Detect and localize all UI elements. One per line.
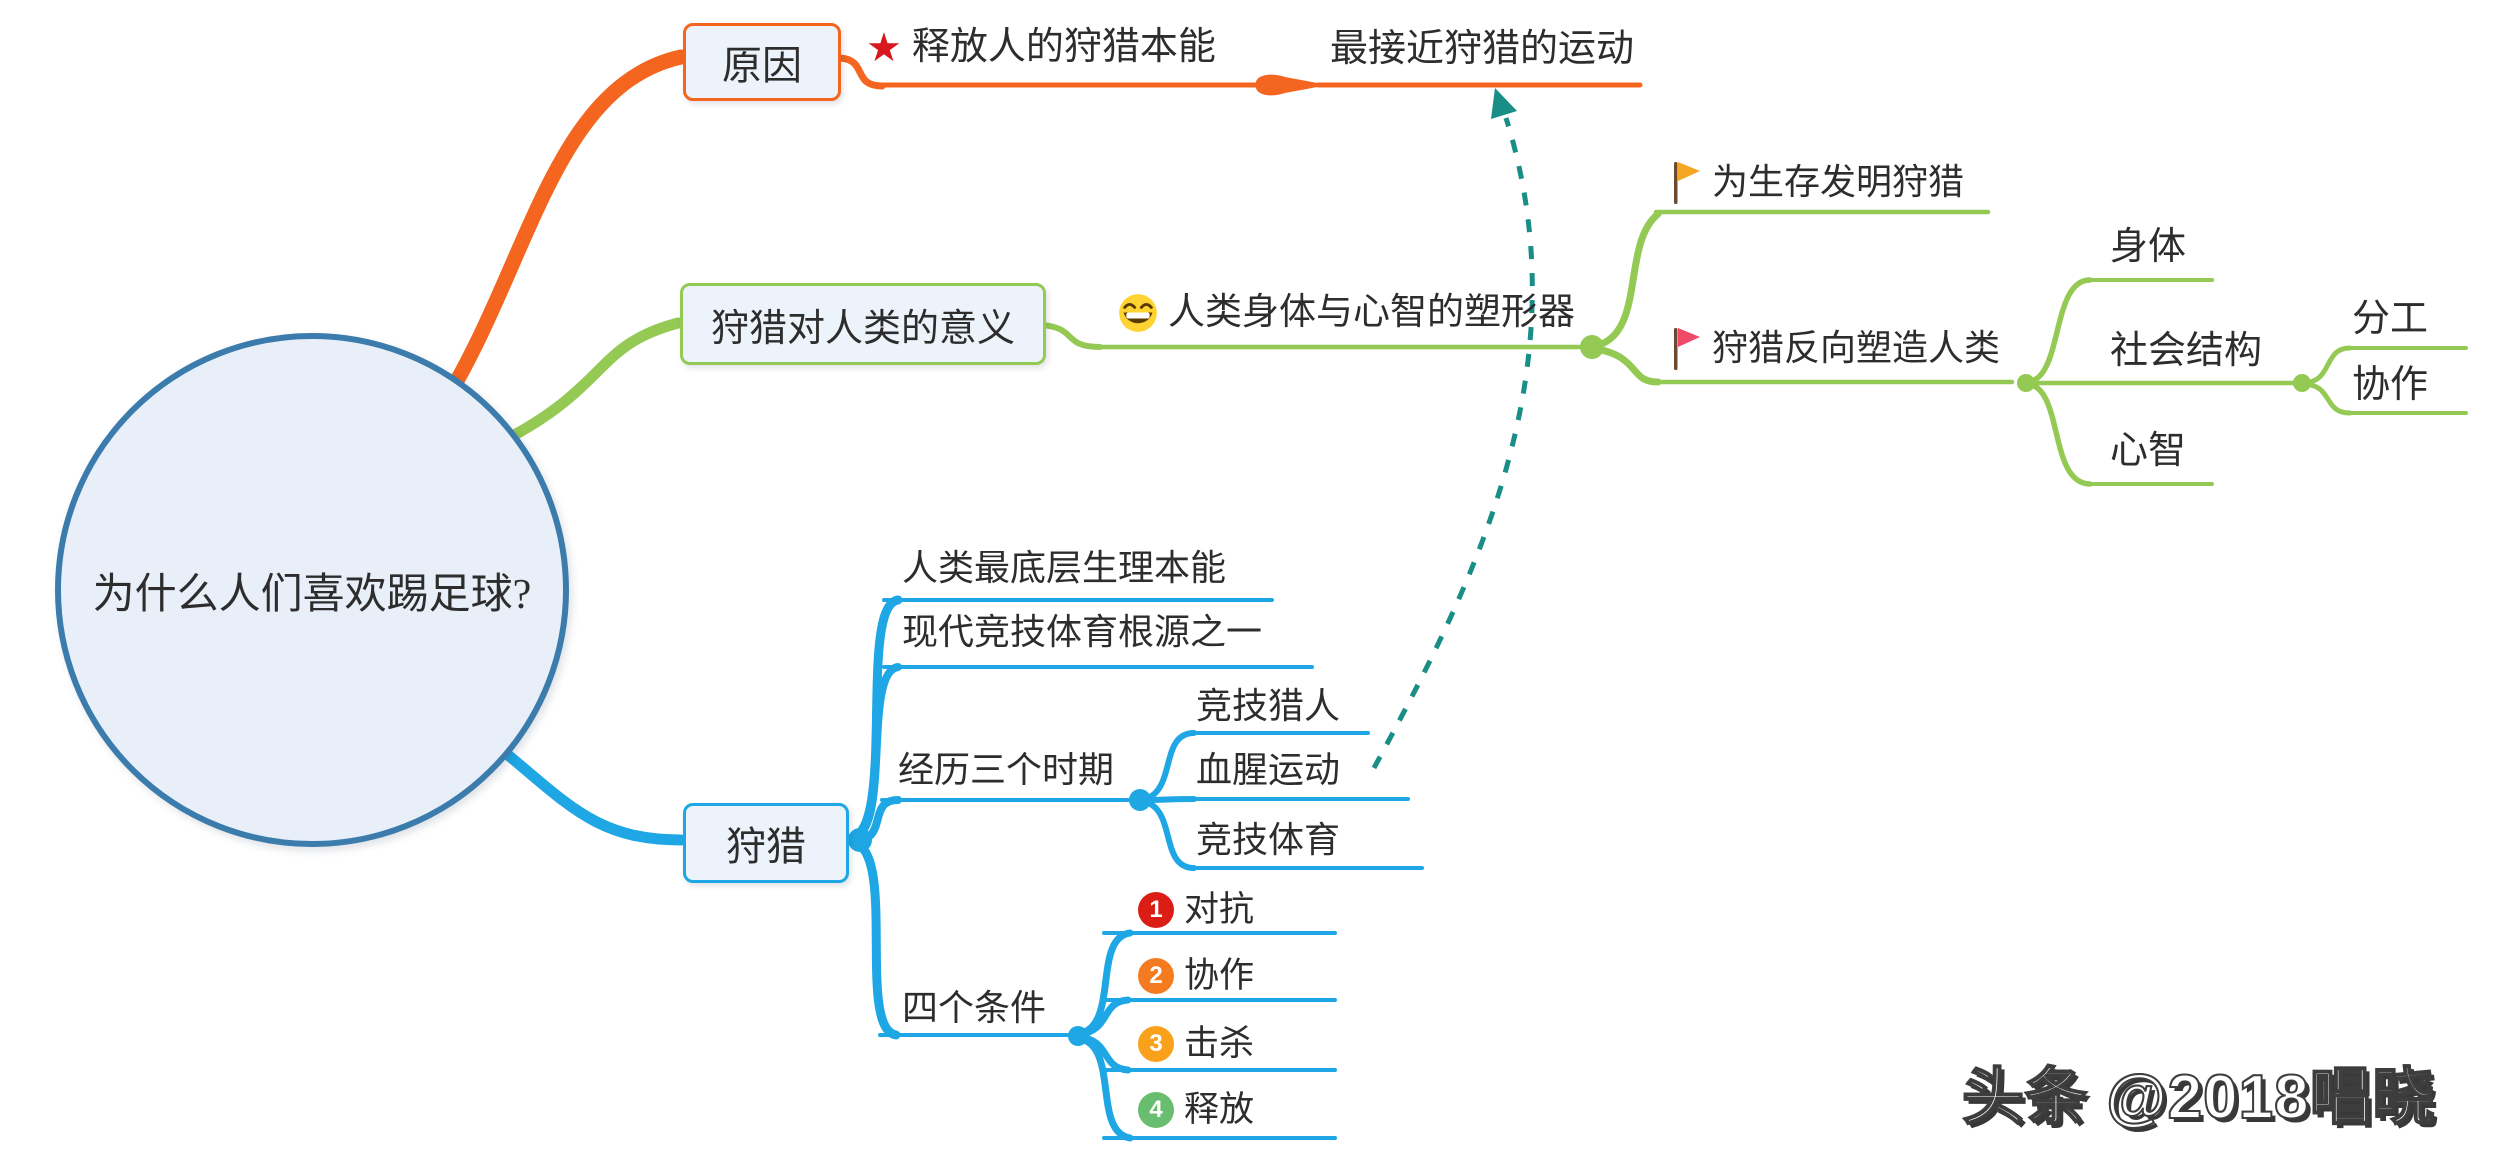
green-branch-nodes bbox=[1580, 335, 2311, 392]
condition-4-label: 释放 bbox=[1184, 1090, 1255, 1129]
blue-branch-lines bbox=[486, 595, 1424, 1142]
meaning-child-reshape-node[interactable]: 狩猎反向塑造人类 bbox=[1672, 326, 2000, 372]
meaning-sub-label: 人类身体与心智的塑形器 bbox=[1168, 292, 1575, 333]
reason-sub2-label: 最接近狩猎的运动 bbox=[1330, 28, 1635, 70]
green-branch-lines bbox=[499, 209, 2468, 487]
social-division-node[interactable]: 分工 bbox=[2352, 298, 2428, 342]
condition-3-node[interactable]: 3 击杀 bbox=[1138, 1024, 1254, 1064]
reason-topic-label: 原因 bbox=[722, 43, 802, 88]
yellow-flag-icon bbox=[1674, 162, 1700, 204]
shape-social-label: 社会结构 bbox=[2110, 330, 2263, 372]
period-hunter-label: 竞技猎人 bbox=[1196, 686, 1341, 726]
condition-3-label: 击杀 bbox=[1184, 1024, 1255, 1063]
star-icon: ★ bbox=[866, 24, 902, 71]
number-4-badge-icon: 4 bbox=[1138, 1092, 1174, 1129]
period-sport-label: 竞技体育 bbox=[1196, 820, 1341, 860]
condition-2-node[interactable]: 2 协作 bbox=[1138, 956, 1254, 996]
hunting-conditions-label: 四个条件 bbox=[902, 988, 1047, 1028]
orange-taper-arrow bbox=[1255, 74, 1328, 96]
shape-body-label: 身体 bbox=[2110, 226, 2187, 268]
pink-flag-icon bbox=[1674, 328, 1700, 370]
hunting-instinct-label: 人类最底层生理本能 bbox=[902, 548, 1227, 588]
hunting-instinct-node[interactable]: 人类最底层生理本能 bbox=[902, 548, 1226, 589]
reason-sub2-node[interactable]: 最接近狩猎的运动 bbox=[1330, 28, 1634, 72]
shape-mind-node[interactable]: 心智 bbox=[2110, 430, 2186, 474]
meaning-child-survival-label: 为生存发明狩猎 bbox=[1712, 162, 1965, 203]
condition-1-label: 对抗 bbox=[1184, 890, 1255, 929]
number-2-badge-icon: 2 bbox=[1138, 958, 1174, 995]
hunting-origin-node[interactable]: 现代竞技体育根源之一 bbox=[902, 612, 1262, 653]
hunting-topic-node[interactable]: 狩猎 bbox=[683, 803, 849, 883]
hunting-origin-label: 现代竞技体育根源之一 bbox=[902, 612, 1263, 652]
condition-2-label: 协作 bbox=[1184, 956, 1255, 995]
grinning-emoji-icon bbox=[1119, 294, 1157, 333]
number-1-badge-icon: 1 bbox=[1138, 892, 1174, 929]
meaning-sub-node[interactable]: 人类身体与心智的塑形器 bbox=[1118, 292, 1575, 335]
central-topic-title: 为什么人们喜欢踢足球? bbox=[92, 571, 532, 618]
social-cooperation-node[interactable]: 协作 bbox=[2352, 364, 2428, 408]
condition-4-node[interactable]: 4 释放 bbox=[1138, 1090, 1254, 1130]
watermark: 头条 @2018唱晓 bbox=[1961, 1062, 2436, 1133]
period-sport-node[interactable]: 竞技体育 bbox=[1196, 820, 1340, 861]
period-blood-node[interactable]: 血腥运动 bbox=[1196, 750, 1340, 791]
relation-arrowhead bbox=[1491, 88, 1517, 119]
shape-mind-label: 心智 bbox=[2110, 430, 2187, 472]
relation-dashed-arrow bbox=[1371, 117, 1535, 770]
period-blood-label: 血腥运动 bbox=[1196, 750, 1341, 790]
meaning-child-survival-node[interactable]: 为生存发明狩猎 bbox=[1672, 160, 1964, 206]
reason-topic-node[interactable]: 原因 bbox=[683, 23, 841, 101]
social-division-label: 分工 bbox=[2352, 298, 2429, 340]
hunting-periods-node[interactable]: 经历三个时期 bbox=[898, 750, 1114, 791]
number-3-badge-icon: 3 bbox=[1138, 1026, 1174, 1063]
meaning-topic-node[interactable]: 狩猎对人类的意义 bbox=[680, 283, 1046, 365]
hunting-conditions-node[interactable]: 四个条件 bbox=[902, 988, 1046, 1029]
hunting-periods-label: 经历三个时期 bbox=[898, 750, 1115, 790]
orange-branch-lines bbox=[439, 49, 1643, 406]
condition-1-node[interactable]: 1 对抗 bbox=[1138, 890, 1254, 930]
period-hunter-node[interactable]: 竞技猎人 bbox=[1196, 686, 1340, 727]
reason-sub-node[interactable]: ★ 释放人的狩猎本能 bbox=[866, 26, 1216, 70]
reason-sub-label: 释放人的狩猎本能 bbox=[911, 26, 1216, 68]
shape-social-node[interactable]: 社会结构 bbox=[2110, 330, 2262, 374]
central-topic-node[interactable]: 为什么人们喜欢踢足球? bbox=[55, 333, 569, 847]
meaning-topic-label: 狩猎对人类的意义 bbox=[710, 307, 1015, 350]
hunting-topic-label: 狩猎 bbox=[726, 824, 806, 869]
shape-body-node[interactable]: 身体 bbox=[2110, 226, 2186, 270]
social-cooperation-label: 协作 bbox=[2352, 364, 2429, 406]
meaning-child-reshape-label: 狩猎反向塑造人类 bbox=[1712, 328, 2001, 369]
blue-branch-nodes bbox=[848, 789, 1151, 1046]
